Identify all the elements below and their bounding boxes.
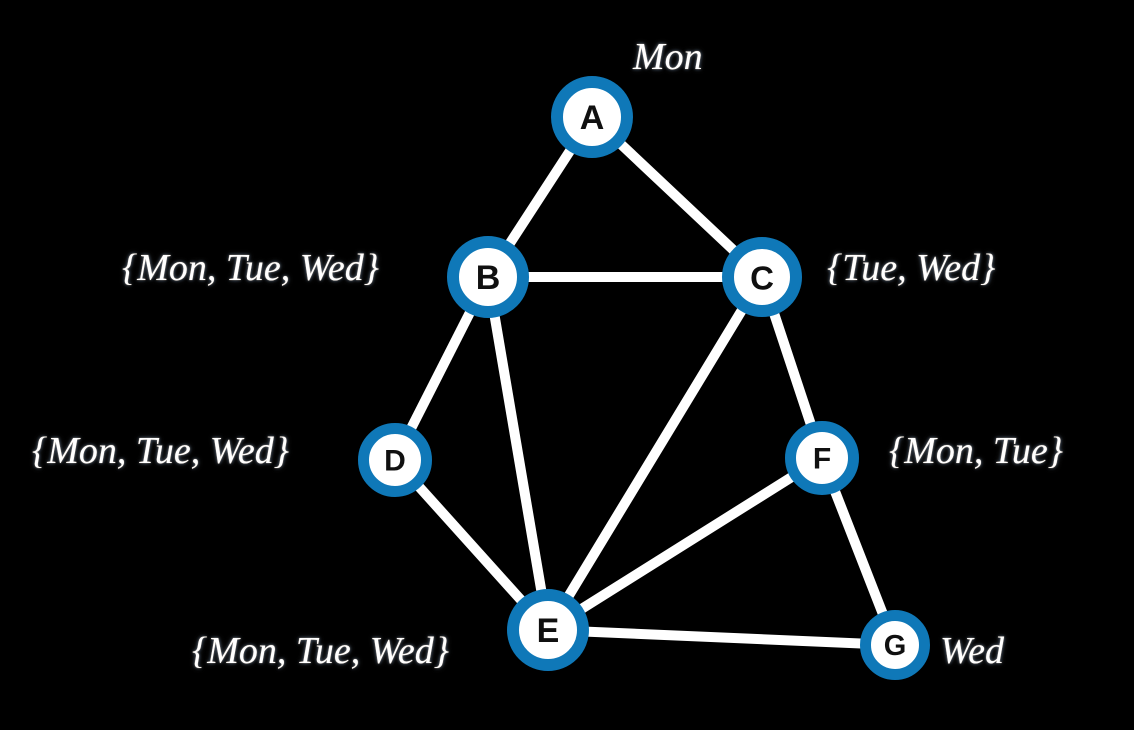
- node-letter-c: C: [750, 260, 774, 297]
- domain-label-a: Mon: [633, 36, 703, 78]
- graph-node-c[interactable]: C: [722, 237, 802, 317]
- graph-node-b[interactable]: B: [447, 236, 529, 318]
- node-letter-f: F: [813, 443, 831, 476]
- node-letter-a: A: [580, 99, 605, 137]
- graph-node-d[interactable]: D: [358, 423, 432, 497]
- node-circle-g: [860, 610, 930, 680]
- node-letter-e: E: [537, 612, 560, 650]
- node-letter-g: G: [884, 630, 907, 662]
- domain-label-e: {Mon, Tue, Wed}: [192, 630, 449, 672]
- graph-node-f[interactable]: F: [785, 421, 859, 495]
- node-circle-e: [507, 589, 589, 671]
- node-circle-b: [447, 236, 529, 318]
- domain-label-d: {Mon, Tue, Wed}: [32, 430, 289, 472]
- graph-edge-b-e: [483, 276, 553, 631]
- domain-label-b: {Mon, Tue, Wed}: [122, 247, 379, 289]
- graph-node-a[interactable]: A: [551, 76, 633, 158]
- nodes-group: A B C D E F G: [358, 76, 930, 680]
- graph-edge-e-f: [545, 453, 825, 635]
- domain-label-f: {Mon, Tue}: [889, 430, 1063, 472]
- graph-node-g[interactable]: G: [860, 610, 930, 680]
- domain-label-c: {Tue, Wed}: [827, 247, 996, 289]
- graph-edge-c-e: [543, 274, 767, 633]
- domain-label-g: Wed: [940, 630, 1005, 672]
- node-circle-d: [358, 423, 432, 497]
- node-letter-b: B: [476, 259, 501, 297]
- graph-node-e[interactable]: E: [507, 589, 589, 671]
- node-circle-f: [785, 421, 859, 495]
- edges-group: [390, 113, 900, 650]
- node-circle-c: [722, 237, 802, 317]
- node-circle-a: [551, 76, 633, 158]
- graph-edge-e-g: [547, 625, 896, 650]
- node-letter-d: D: [384, 445, 406, 478]
